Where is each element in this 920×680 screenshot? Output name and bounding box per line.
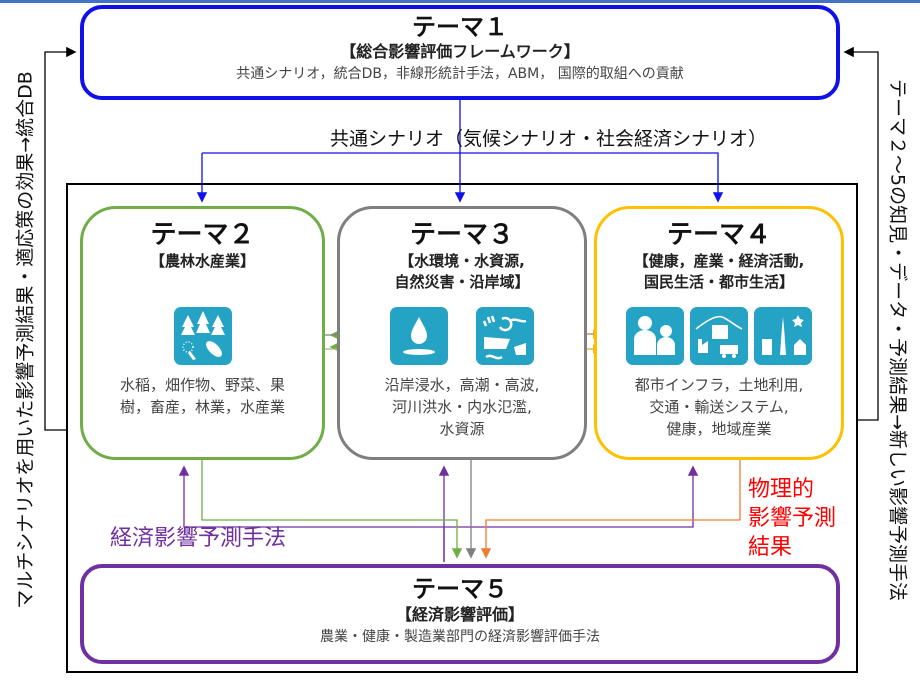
city-icon — [754, 307, 812, 365]
theme4-description: 都市インフラ，土地利用, 交通・輸送システム, 健康，地域産業 — [634, 376, 804, 438]
theme2-title: テーマ２ — [150, 220, 255, 250]
water-drop-icon — [390, 307, 448, 365]
right-side-label: テーマ２～5の知見・データ・予測結果→新しい影響予測手法 — [886, 78, 909, 602]
theme5-description: 農業・健康・製造業部門の経済影響評価手法 — [320, 629, 600, 645]
theme3-subtitle: 【水環境・水資源, 自然災害・沿岸域】 — [394, 252, 530, 291]
themes-2-5-frame — [66, 183, 858, 673]
top-border — [0, 0, 920, 3]
theme5-box: テーマ５ 【経済影響評価】 農業・健康・製造業部門の経済影響評価手法 — [80, 564, 840, 664]
theme4-subtitle: 【健康，産業・経済活動, 国民生活・都市生活】 — [633, 252, 805, 291]
theme3-title: テーマ３ — [409, 220, 514, 250]
physical-result-label: 物理的 影響予測 結果 — [748, 477, 837, 560]
theme1-title: テーマ１ — [412, 13, 508, 41]
left-feedback-arrow — [44, 46, 77, 431]
theme5-subtitle: 【経済影響評価】 — [395, 605, 524, 624]
industry-icon — [690, 307, 748, 365]
econ-method-arrows — [178, 465, 699, 562]
theme1-subtitle: 【総合影響評価フレームワーク】 — [340, 42, 580, 61]
econ-method-label: 経済影響予測手法 — [110, 526, 287, 551]
physical-result-arrows — [201, 460, 741, 559]
theme2-description: 水稲，畑作物、野菜、果 樹，畜産，林業，水産業 — [119, 376, 285, 416]
theme1-box: テーマ１ 【総合影響評価フレームワーク】 共通シナリオ，統合DB，非線形統計手法… — [80, 5, 840, 100]
theme4-title: テーマ４ — [666, 220, 771, 250]
theme3-description: 沿岸浸水，高潮・高波, 河川洪水・内水氾濫, 水資源 — [384, 376, 540, 438]
theme2-box: テーマ２ 【農林水産業】 水稲，畑作物、野菜、果 樹，畜産，林業，水産業 — [80, 206, 325, 460]
common-scenario-label: 共通シナリオ（気候シナリオ・社会経済シナリオ） — [330, 128, 768, 150]
right-feedback-arrow — [843, 46, 879, 421]
left-side-label: マルチシナリオを用いた影響予測結果・適応策の効果→統合DB — [14, 71, 37, 609]
disaster-icon — [476, 307, 534, 365]
theme1-description: 共通シナリオ，統合DB，非線形統計手法，ABM， 国際的取組への貢献 — [236, 66, 684, 82]
theme3-box: テーマ３ 【水環境・水資源, 自然災害・沿岸域】 沿岸浸水，高潮・高波, 河川洪… — [337, 206, 587, 460]
common-scenario-arrows — [196, 100, 724, 203]
theme2-subtitle: 【農林水産業】 — [149, 252, 255, 270]
theme4-box: テーマ４ 【健康，産業・経済活動, 国民生活・都市生活】 — [594, 206, 844, 460]
forestry-fishery-icon — [173, 307, 232, 365]
theme5-title: テーマ５ — [412, 575, 508, 603]
people-icon — [626, 307, 684, 365]
